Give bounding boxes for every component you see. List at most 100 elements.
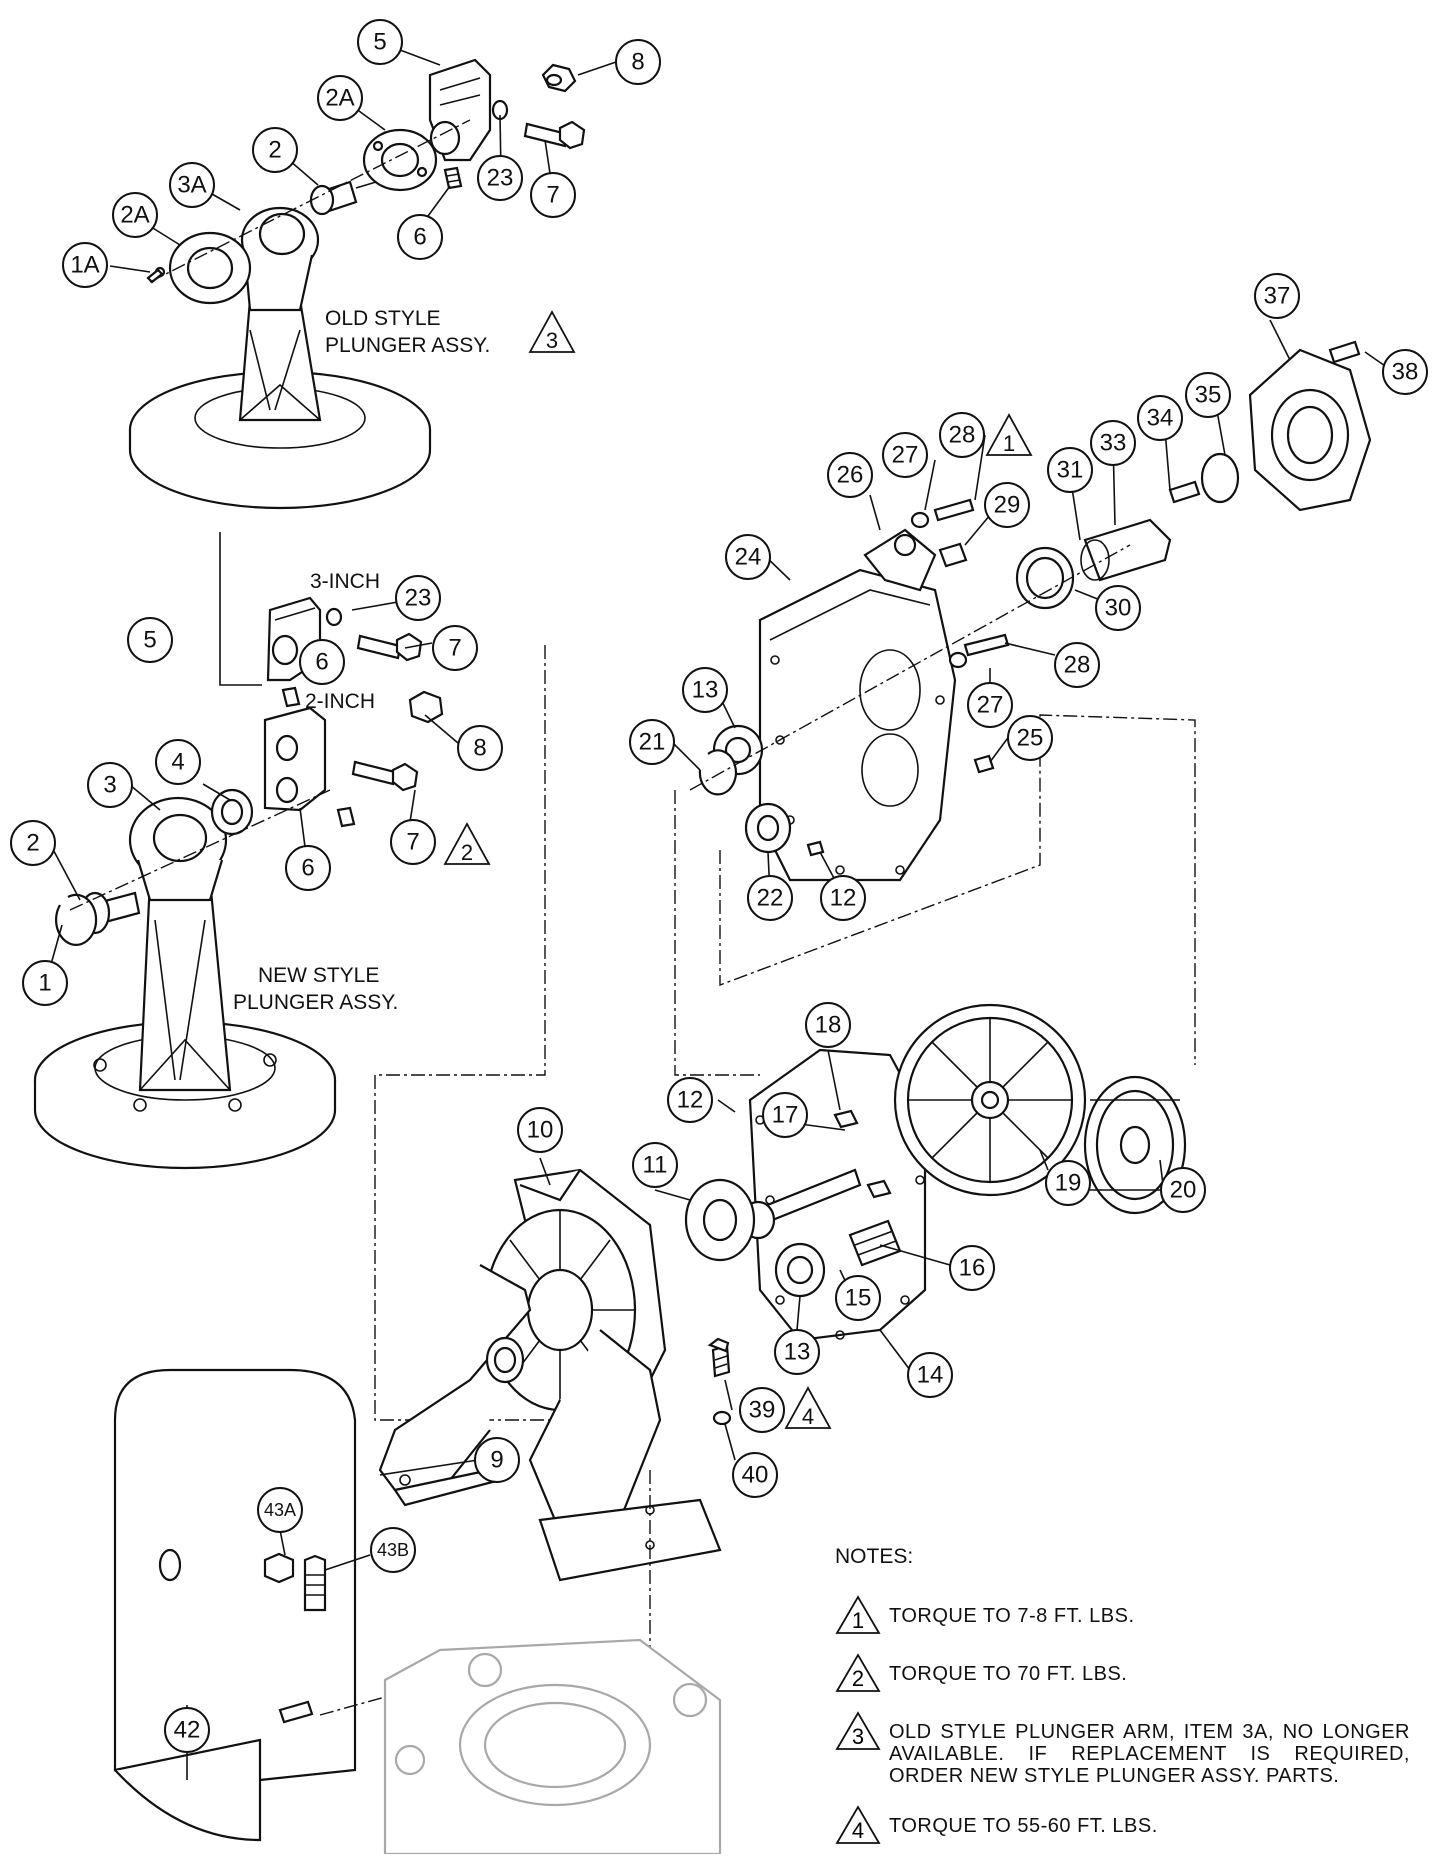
callout-8: 8 (457, 725, 503, 771)
callout-2: 2 (10, 820, 56, 866)
new-style-caption-line1: NEW STYLE (258, 964, 379, 987)
callout-42: 42 (164, 1707, 210, 1753)
svg-text:35: 35 (1195, 382, 1222, 409)
callout-20: 20 (1160, 1167, 1206, 1213)
svg-text:38: 38 (1392, 359, 1419, 386)
callout-19: 19 (1045, 1160, 1091, 1206)
svg-text:27: 27 (892, 442, 919, 469)
note-1-flag: 1 (835, 1595, 881, 1634)
svg-text:24: 24 (735, 544, 762, 571)
callout-28: 28 (1054, 642, 1100, 688)
note-2: 2 TORQUE TO 70 FT. LBS. (835, 1653, 1410, 1693)
svg-text:31: 31 (1057, 457, 1084, 484)
flag-3-old-style: 3 (528, 310, 576, 353)
note-1-text: TORQUE TO 7-8 FT. LBS. (889, 1605, 1135, 1627)
svg-text:2A: 2A (120, 202, 149, 229)
note-3-flag: 3 (835, 1711, 881, 1750)
callout-balloons: 5 8 2A 2 23 7 3A 2A 6 1A 37 38 28 27 35 … (10, 19, 1428, 1753)
callout-31: 31 (1047, 447, 1093, 493)
callout-7: 7 (432, 625, 478, 671)
two-inch-label: 2-INCH (305, 690, 375, 713)
callout-3: 3 (87, 762, 133, 808)
callout-25: 25 (1007, 715, 1053, 761)
callout-22: 22 (747, 875, 793, 921)
callout-13: 13 (682, 667, 728, 713)
svg-text:37: 37 (1264, 283, 1291, 310)
svg-text:30: 30 (1105, 595, 1132, 622)
note-4-flag-label: 4 (852, 1818, 864, 1843)
svg-text:2: 2 (26, 830, 39, 857)
callout-3a: 3A (169, 162, 215, 208)
gear-train-assembly (684, 1003, 1187, 1342)
callout-12: 12 (820, 875, 866, 921)
callout-14: 14 (907, 1352, 953, 1398)
callout-23: 23 (477, 155, 523, 201)
svg-text:28: 28 (949, 422, 976, 449)
callout-40: 40 (732, 1452, 778, 1498)
pump-base-phantom (383, 1638, 722, 1854)
three-inch-label: 3-INCH (310, 570, 380, 593)
svg-text:2A: 2A (325, 85, 354, 112)
note-2-flag-label: 2 (852, 1666, 864, 1691)
callout-6: 6 (397, 214, 443, 260)
old-style-plunger-assembly (128, 58, 586, 510)
callout-24: 24 (725, 534, 771, 580)
svg-text:2: 2 (268, 137, 281, 164)
svg-text:3A: 3A (177, 172, 206, 199)
svg-text:7: 7 (448, 635, 461, 662)
svg-text:5: 5 (373, 29, 386, 56)
callout-17: 17 (762, 1092, 808, 1138)
old-style-caption-line1: OLD STYLE (325, 307, 441, 330)
torque-flags: 3 1 2 4 (443, 310, 1033, 1429)
svg-text:23: 23 (405, 585, 432, 612)
callout-18: 18 (805, 1002, 851, 1048)
callout-37: 37 (1254, 273, 1300, 319)
callout-2: 2 (252, 127, 298, 173)
note-4: 4 TORQUE TO 55-60 FT. LBS. (835, 1805, 1410, 1845)
svg-text:43B: 43B (377, 1540, 409, 1560)
callout-8: 8 (615, 39, 661, 85)
svg-text:9: 9 (490, 1447, 503, 1474)
callout-1a: 1A (62, 242, 108, 288)
svg-text:20: 20 (1170, 1177, 1197, 1204)
svg-text:34: 34 (1147, 405, 1174, 432)
svg-text:5: 5 (143, 627, 156, 654)
svg-text:27: 27 (977, 692, 1004, 719)
svg-text:1: 1 (38, 970, 51, 997)
svg-text:6: 6 (413, 224, 426, 251)
callout-27: 27 (882, 432, 928, 478)
svg-text:17: 17 (772, 1102, 799, 1129)
flag-2-label: 2 (461, 840, 473, 865)
callout-10: 10 (517, 1107, 563, 1153)
notes-title: NOTES: (835, 1545, 914, 1568)
callout-2a: 2A (112, 192, 158, 238)
callout-5: 5 (357, 19, 403, 65)
callout-33: 33 (1090, 420, 1136, 466)
note-3: 3 OLD STYLE PLUNGER ARM, ITEM 3A, NO LON… (835, 1711, 1410, 1787)
note-4-text: TORQUE TO 55-60 FT. LBS. (889, 1815, 1158, 1837)
callout-29: 29 (984, 482, 1030, 528)
svg-text:16: 16 (959, 1255, 986, 1282)
note-1: 1 TORQUE TO 7-8 FT. LBS. (835, 1595, 1410, 1635)
svg-text:13: 13 (784, 1339, 811, 1366)
svg-text:14: 14 (917, 1362, 944, 1389)
note-1-flag-label: 1 (852, 1608, 864, 1633)
svg-text:21: 21 (639, 729, 666, 756)
svg-text:26: 26 (837, 462, 864, 489)
callout-1: 1 (22, 960, 68, 1006)
pump-housing-assembly (378, 1168, 732, 1850)
captions: OLD STYLE PLUNGER ASSY. NEW STYLE PLUNGE… (233, 307, 490, 1014)
svg-text:18: 18 (815, 1012, 842, 1039)
callout-27: 27 (967, 682, 1013, 728)
note-3-text: OLD STYLE PLUNGER ARM, ITEM 3A, NO LONGE… (889, 1721, 1410, 1787)
callout-12: 12 (667, 1077, 713, 1123)
callout-28: 28 (939, 412, 985, 458)
callout-7: 7 (390, 819, 436, 865)
callout-11: 11 (632, 1142, 678, 1188)
svg-text:7: 7 (406, 829, 419, 856)
svg-text:11: 11 (643, 1152, 668, 1179)
callout-9: 9 (474, 1437, 520, 1483)
svg-text:8: 8 (631, 49, 644, 76)
svg-text:7: 7 (546, 182, 559, 209)
